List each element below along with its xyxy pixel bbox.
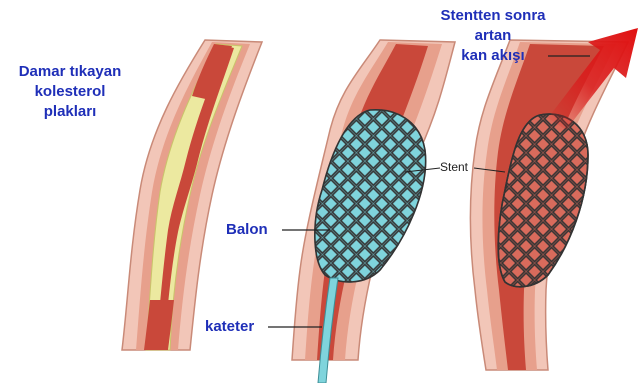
vessel-stented (470, 28, 638, 370)
vessel-balloon (292, 40, 455, 383)
flow-label-line-1: Stentten sonra (428, 6, 558, 26)
plaque-label-line-3: plakları (6, 102, 134, 122)
plaque-label: Damar tıkayan kolesterol plakları (6, 62, 134, 122)
plaque-label-line-2: kolesterol (6, 82, 134, 102)
vessel-blocked (122, 40, 262, 350)
flow-label: Stentten sonra artan kan akışı (428, 6, 558, 66)
flow-label-line-2: artan (428, 26, 558, 46)
flow-label-line-3: kan akışı (428, 46, 558, 66)
catheter-label: kateter (205, 317, 254, 337)
stent-label: Stent (440, 160, 468, 174)
plaque-label-line-1: Damar tıkayan (6, 62, 134, 82)
balloon-label: Balon (226, 220, 268, 240)
